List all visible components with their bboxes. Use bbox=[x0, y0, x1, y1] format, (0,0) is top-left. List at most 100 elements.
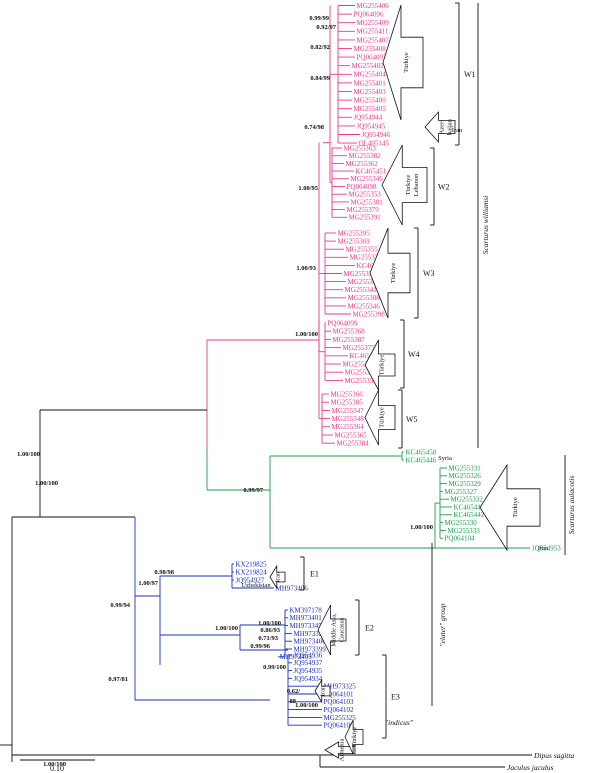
clade-label: W5 bbox=[406, 415, 418, 424]
tip-label: MG255363 bbox=[344, 144, 377, 152]
tip-label: MG255385 bbox=[331, 399, 364, 407]
arrow-turkiye-e3 bbox=[344, 719, 364, 755]
support-value: 0.74/98 bbox=[304, 124, 324, 131]
tip-label: MG255398 bbox=[353, 310, 386, 318]
tip-label: PQ064104 bbox=[445, 535, 475, 543]
tip-label: MG255409 bbox=[357, 19, 390, 27]
tip-label: MG255403 bbox=[354, 88, 387, 96]
tip-label: MG255401 bbox=[354, 79, 387, 87]
tip-label: MG255405 bbox=[354, 105, 387, 113]
clade-label: E2 bbox=[365, 624, 374, 633]
support-value: 0.62/ bbox=[287, 688, 300, 695]
tip-label: MG255348 bbox=[332, 415, 365, 423]
tip-label: MG255364 bbox=[332, 423, 365, 431]
arrow-label-uzbekistan: Uzbekistan bbox=[241, 582, 271, 589]
clade-label: W4 bbox=[408, 350, 420, 359]
arrow-iran-e1 bbox=[269, 564, 286, 590]
support-value: 1.00/100 bbox=[258, 620, 281, 627]
clade-label: W2 bbox=[438, 183, 450, 192]
support-value: 0.97/81 bbox=[108, 676, 128, 683]
tip-label: MH973400 bbox=[294, 638, 327, 646]
tip-label: MG255375 bbox=[343, 344, 376, 352]
support-value: 0.99/96 bbox=[250, 643, 270, 650]
arrow-label: Iran bbox=[319, 685, 326, 696]
arrow-label: Türkiye bbox=[405, 175, 412, 196]
tip-label: MG255358 bbox=[345, 377, 378, 385]
tip-label: KC465442 bbox=[454, 511, 485, 519]
arrow-label: Lebanon bbox=[413, 173, 420, 196]
support-value: 0.98/98 bbox=[154, 569, 174, 576]
arrow-label-syria: Syria bbox=[438, 455, 452, 462]
tip-label: KC465441 bbox=[357, 262, 388, 270]
arrow-armenia bbox=[324, 741, 356, 759]
support-value: 1.00/100 bbox=[295, 702, 318, 709]
support-value: 0.99/100 bbox=[263, 664, 286, 671]
arrow-iran-e3 bbox=[314, 678, 331, 704]
tip-label: MG255339 bbox=[348, 278, 381, 286]
outgroup-label: Jaculus jaculus bbox=[507, 763, 554, 772]
tip-label: MG255382 bbox=[349, 152, 382, 160]
support-value: 0.71/93 bbox=[258, 635, 278, 642]
clade-label: E3 bbox=[391, 693, 400, 702]
arrow-turkiye-w5 bbox=[364, 389, 396, 446]
tip-label: JQ954927 bbox=[236, 576, 265, 584]
clade-label: W3 bbox=[423, 269, 435, 278]
outgroup-label: Dipus sagitta bbox=[533, 751, 574, 760]
tip-label: JQ954945 bbox=[357, 122, 386, 130]
arrow-label: Azer- bbox=[439, 120, 446, 135]
arrow-label: Iran bbox=[274, 571, 281, 582]
species-label-aulacotis: Scarturus aulacotis bbox=[567, 476, 576, 535]
tip-label: JQ954935 bbox=[294, 667, 323, 675]
tip-label: PQ064096 bbox=[354, 11, 384, 19]
arrow-label-iran: Iran bbox=[538, 545, 549, 552]
tip-label: MG255406 bbox=[357, 2, 390, 10]
tip-label: MG255368 bbox=[333, 328, 366, 336]
tip-label: MH973345 bbox=[290, 622, 323, 630]
tip-label: MG255330 bbox=[445, 519, 478, 527]
tip-label: MH973406 bbox=[276, 584, 309, 592]
support-value: 1.00/97 bbox=[138, 580, 158, 587]
scale-label: 0.10 bbox=[50, 764, 64, 773]
tip-label: MG255365 bbox=[335, 431, 368, 439]
tip-label: MG255346 bbox=[351, 175, 384, 183]
tip-label: MG255341 bbox=[345, 286, 378, 294]
arrow-label: Middle Asia, bbox=[330, 613, 337, 647]
tip-label: JQ954934 bbox=[294, 675, 323, 683]
tip-label: PQ064101 bbox=[324, 690, 354, 698]
support-value: 88 bbox=[290, 698, 297, 705]
tip-label: KC465446 bbox=[406, 456, 437, 464]
tip-label: MG255388 bbox=[348, 294, 381, 302]
tip-label: MG255402 bbox=[352, 62, 385, 70]
arrow-label: Türkiye bbox=[379, 355, 386, 376]
tip-label: MG255379 bbox=[347, 206, 380, 214]
tip-label: PQ064098 bbox=[347, 183, 377, 191]
tip-label: MH973327 bbox=[294, 630, 327, 638]
tip-label: MG255362 bbox=[346, 160, 379, 168]
support-value: 1.00/100 bbox=[43, 761, 66, 768]
tip-label: PQ064099 bbox=[328, 319, 358, 327]
clade-label: E1 bbox=[310, 570, 319, 579]
tip-label: PQ064100 bbox=[324, 722, 354, 730]
indicus-label: "indicus" bbox=[385, 718, 414, 727]
support-value: 1.00/100 bbox=[215, 625, 238, 632]
tip-label: MH973399 bbox=[294, 645, 327, 653]
tip-label: KC465451 bbox=[356, 168, 387, 176]
tip-label: MG255332 bbox=[451, 496, 484, 504]
tip-label: MG255373 bbox=[343, 360, 376, 368]
support-value: 1.00/100 bbox=[35, 480, 58, 487]
tip-label: MG255366 bbox=[331, 390, 364, 398]
support-value: 1.00/100 bbox=[410, 524, 433, 531]
tip-label: MG255369 bbox=[338, 238, 371, 246]
tip-label: MG255346 bbox=[348, 302, 381, 310]
tip-label: MG255335 bbox=[344, 270, 377, 278]
tip-label: MG255387 bbox=[333, 336, 366, 344]
tip-label: MG255391 bbox=[349, 214, 382, 222]
support-value: 0.99/99 bbox=[309, 15, 329, 22]
tip-label: MG255400 bbox=[354, 97, 387, 105]
tip-label: MG255325 bbox=[324, 714, 357, 722]
tip-label: MG255347 bbox=[332, 407, 365, 415]
tip-label: MG255395 bbox=[338, 229, 371, 237]
tip-label: JQ954944 bbox=[354, 114, 383, 122]
tip-label: MG255353 bbox=[349, 191, 382, 199]
support-value: 1.00/95 bbox=[298, 185, 318, 192]
